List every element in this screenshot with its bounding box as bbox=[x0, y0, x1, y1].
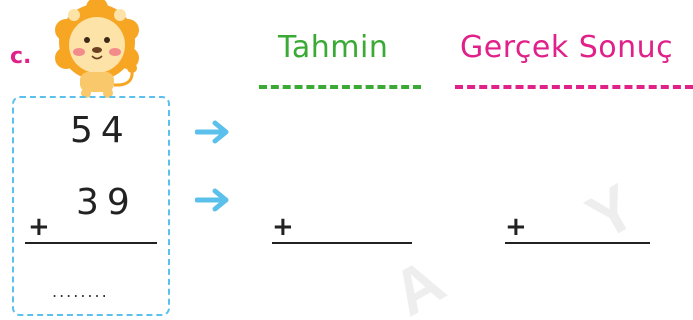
plus-sign: + bbox=[28, 212, 50, 242]
actual-answer-line[interactable] bbox=[505, 242, 650, 244]
estimate-plus-sign: + bbox=[272, 212, 294, 242]
arrow-right-icon bbox=[195, 120, 229, 144]
arrow-right-icon bbox=[195, 188, 229, 212]
exercise-label: c. bbox=[10, 44, 32, 69]
lion-icon bbox=[55, 0, 139, 98]
actual-result-underline bbox=[455, 85, 693, 89]
sum-line bbox=[25, 242, 157, 244]
actual-plus-sign: + bbox=[505, 212, 527, 242]
watermark-letter: A bbox=[380, 244, 457, 320]
addition-problem-box bbox=[12, 96, 170, 316]
estimate-header: Tahmin bbox=[278, 30, 389, 65]
answer-blank[interactable]: ........ bbox=[52, 282, 109, 301]
top-number: 54 bbox=[70, 110, 132, 151]
estimate-answer-line[interactable] bbox=[272, 242, 412, 244]
estimate-underline bbox=[259, 85, 421, 89]
bottom-number: 39 bbox=[76, 182, 138, 223]
actual-result-header: Gerçek Sonuç bbox=[460, 30, 674, 65]
